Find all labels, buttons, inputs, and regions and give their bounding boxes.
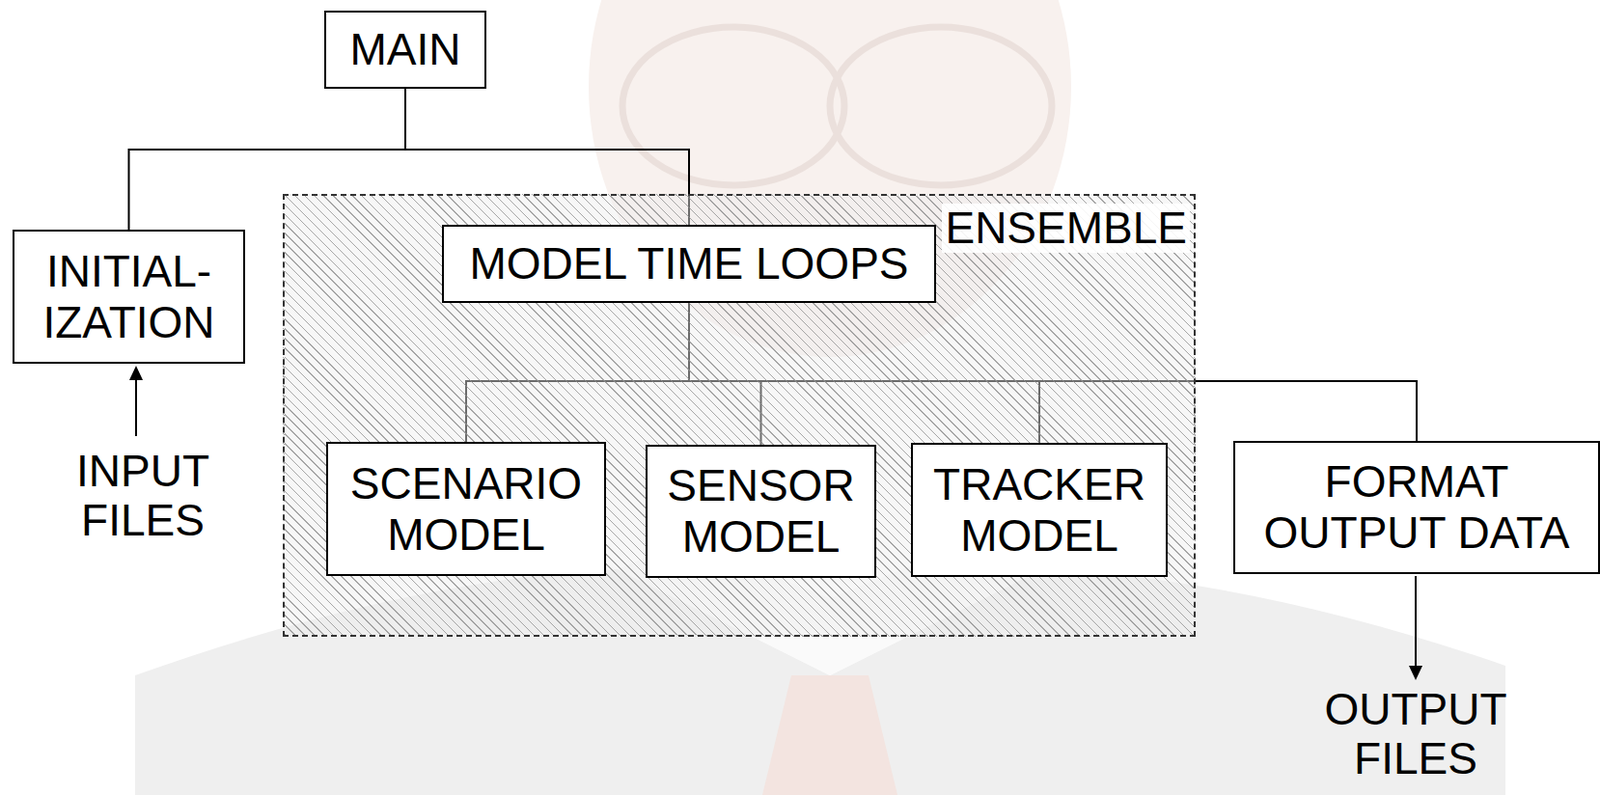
process-box: FORMAT OUTPUT DATA <box>1233 441 1600 575</box>
process-box: SENSOR MODEL <box>645 444 877 579</box>
file-label: INPUT FILES <box>46 446 240 545</box>
process-box: MODEL TIME LOOPS <box>441 224 937 304</box>
process-box: SCENARIO MODEL <box>326 441 607 577</box>
faint-glasses <box>829 27 1052 186</box>
process-box: INITIAL- IZATION <box>12 229 246 364</box>
process-box: TRACKER MODEL <box>910 442 1168 578</box>
arrow-head <box>129 365 143 381</box>
arrow-head <box>1408 665 1423 681</box>
group-region: ENSEMBLE MODEL TIME LOOPS SCENARIO MODEL SE… <box>282 193 1196 637</box>
box-label: INITIAL- IZATION <box>24 246 234 349</box>
output-arrow <box>1414 576 1417 668</box>
box-label: TRACKER MODEL <box>922 459 1157 562</box>
box-label: MODEL TIME LOOPS <box>469 238 910 290</box>
box-label: FORMAT OUTPUT DATA <box>1244 456 1589 559</box>
faint-tie <box>762 675 898 795</box>
box-label: MAIN <box>350 24 462 76</box>
region-title: ENSEMBLE <box>941 203 1190 253</box>
box-label: SCENARIO MODEL <box>337 458 595 561</box>
file-label: OUTPUT FILES <box>1319 685 1513 783</box>
input-arrow <box>135 378 138 437</box>
box-label: SENSOR MODEL <box>657 460 865 563</box>
faint-glasses <box>622 27 845 186</box>
process-box: MAIN <box>324 10 487 89</box>
